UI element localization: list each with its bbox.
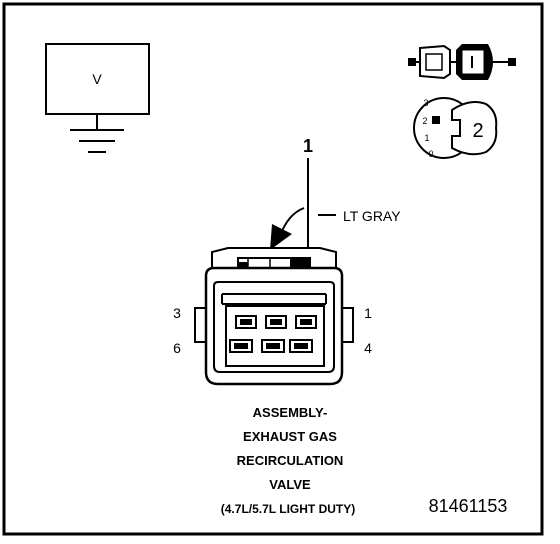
terminal-row-bottom bbox=[229, 339, 313, 353]
terminal-row-top bbox=[235, 315, 317, 329]
pin-label-3: 3 bbox=[173, 305, 181, 321]
ground-icon bbox=[70, 129, 124, 153]
gauge-scale-2: 2 bbox=[422, 116, 427, 126]
caption-line-3: RECIRCULATION bbox=[237, 453, 344, 468]
voltmeter-label: V bbox=[92, 71, 102, 87]
pin-label-6: 6 bbox=[173, 340, 181, 356]
gauge-scale-0: 0 bbox=[428, 149, 433, 159]
caption-line-2: EXHAUST GAS bbox=[243, 429, 337, 444]
pin-gauge-icon: 3 2 1 0 2 bbox=[413, 97, 498, 159]
pin-label-4: 4 bbox=[364, 340, 372, 356]
wire-color-label: LT GRAY bbox=[343, 208, 401, 224]
caption-line-5: (4.7L/5.7L LIGHT DUTY) bbox=[221, 502, 355, 516]
voltmeter-symbol: V bbox=[45, 43, 150, 130]
arrow-head-icon bbox=[270, 224, 292, 250]
figure-number: 81461153 bbox=[429, 496, 508, 516]
gauge-step: 2 bbox=[472, 120, 483, 142]
test-probe-icon bbox=[408, 44, 516, 80]
caption-line-4: VALVE bbox=[269, 477, 311, 492]
pin-label-1: 1 bbox=[364, 305, 372, 321]
gauge-scale-1: 1 bbox=[424, 133, 429, 143]
caption-line-1: ASSEMBLY- bbox=[253, 405, 328, 420]
pin-1-callout: 1 bbox=[303, 136, 313, 156]
